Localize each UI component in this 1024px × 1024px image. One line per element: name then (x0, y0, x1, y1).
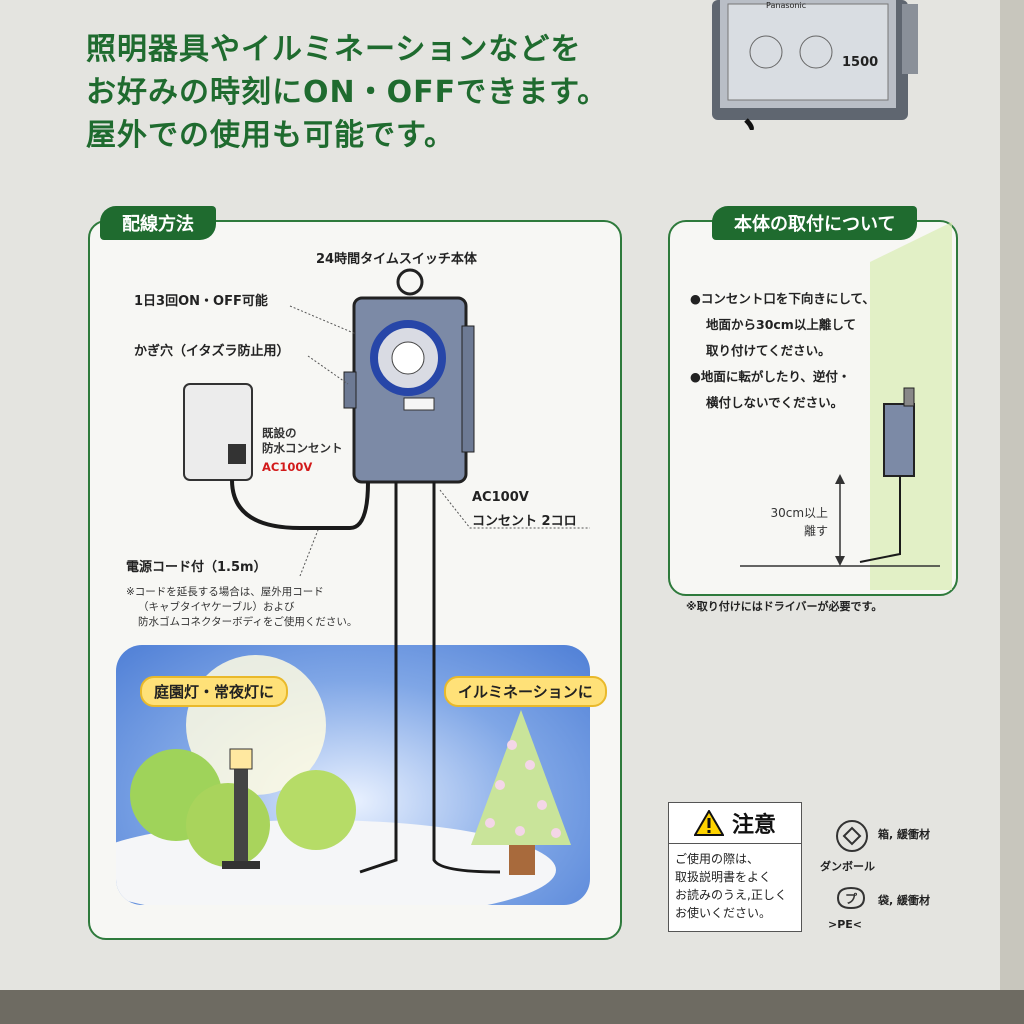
headline: 照明器具やイルミネーションなどを お好みの時刻にON・OFFできます。 屋外での… (86, 28, 608, 157)
mounting-instructions: ●コンセント口を下向きにして、 地面から30cm以上離して 取り付けてください。… (690, 286, 875, 416)
height-label: 30cm以上 離す (764, 504, 828, 540)
table-surface (0, 990, 1024, 1024)
bag-material-label: 袋, 緩衝材 (878, 894, 931, 907)
product-photo: Panasonic 1500 (712, 0, 918, 130)
mounting-line-2: 地面から30cm以上離して (706, 317, 856, 332)
headline-line-2: お好みの時刻にON・OFFできます。 (86, 75, 609, 110)
on-off-label: 1日3回ON・OFF可能 (134, 294, 268, 309)
mounting-line-3: 取り付けてください。 (706, 343, 831, 358)
caution-title: 注意 (731, 813, 776, 838)
plastic-recycle-icon: プ (836, 886, 866, 910)
wiring-method-tab: 配線方法 (100, 206, 216, 240)
outlet-count-label: コンセント 2コロ (472, 514, 577, 529)
power-cord-label: 電源コード付（1.5m） (126, 560, 267, 575)
headline-line-3: 屋外での使用も可能です。 (86, 118, 455, 153)
mounting-diagram (740, 387, 940, 567)
caution-line-3: お読みのうえ,正しく (675, 888, 787, 902)
brand-text: Panasonic (766, 1, 806, 10)
illumination-cord (432, 482, 501, 874)
cord-note-line-3: 防水ゴムコネクターボディをご使用ください。 (138, 616, 358, 628)
garden-cord (359, 482, 398, 874)
capacity-text: 1500 (842, 55, 878, 70)
mounting-line-4: ●地面に転がしたり、逆付・ (690, 369, 851, 384)
cord-note-line-2: （キャブタイヤケーブル）および (138, 601, 295, 613)
caution-line-2: 取扱説明書をよく (675, 870, 772, 884)
headline-line-1: 照明器具やイルミネーションなどを (86, 32, 582, 67)
mounting-line-5: 横付しないでください。 (706, 395, 844, 410)
existing-outlet-voltage: AC100V (262, 460, 313, 474)
cardboard-label: ダンボール (820, 860, 875, 873)
caution-line-4: お使いください。 (675, 906, 772, 920)
package-side (1000, 0, 1024, 1024)
height-line-1: 30cm以上 (770, 506, 829, 520)
caution-line-1: ご使用の際は、 (675, 852, 760, 866)
power-cord (230, 479, 370, 530)
driver-note: ※取り付けにはドライバーが必要です。 (686, 600, 883, 613)
garden-light-bubble: 庭園灯・常夜灯に (140, 676, 289, 707)
pe-label: >PE< (828, 918, 863, 931)
mounting-tab: 本体の取付について (712, 206, 918, 240)
cord-note: ※コードを延長する場合は、屋外用コード （キャブタイヤケーブル）および 防水ゴム… (126, 585, 357, 630)
existing-outlet-line-1: 既設の (262, 426, 297, 440)
caution-header: 注意 (669, 803, 801, 844)
caution-body: ご使用の際は、 取扱説明書をよく お読みのうえ,正しく お使いください。 (669, 844, 801, 928)
existing-outlet-line-2: 防水コンセント (262, 441, 343, 455)
warning-triangle-icon (693, 810, 724, 836)
box-material-label: 箱, 緩衝材 (878, 828, 931, 841)
cardboard-recycle-icon (836, 820, 868, 852)
timer-title: 24時間タイムスイッチ本体 (316, 252, 477, 267)
existing-outlet-icon (183, 383, 253, 481)
svg-text:プ: プ (845, 891, 858, 906)
mounting-line-1: ●コンセント口を下向きにして、 (690, 291, 875, 306)
keyhole-label: かぎ穴（イタズラ防止用） (134, 344, 290, 359)
cord-note-line-1: ※コードを延長する場合は、屋外用コード (126, 586, 324, 598)
illumination-bubble: イルミネーションに (444, 676, 607, 707)
height-line-2: 離す (804, 524, 829, 538)
existing-outlet-label: 既設の 防水コンセント AC100V (262, 426, 343, 475)
outlet-voltage-label: AC100V (472, 490, 529, 505)
scene-illustration (116, 655, 571, 905)
caution-box: 注意 ご使用の際は、 取扱説明書をよく お読みのうえ,正しく お使いください。 (668, 802, 802, 932)
